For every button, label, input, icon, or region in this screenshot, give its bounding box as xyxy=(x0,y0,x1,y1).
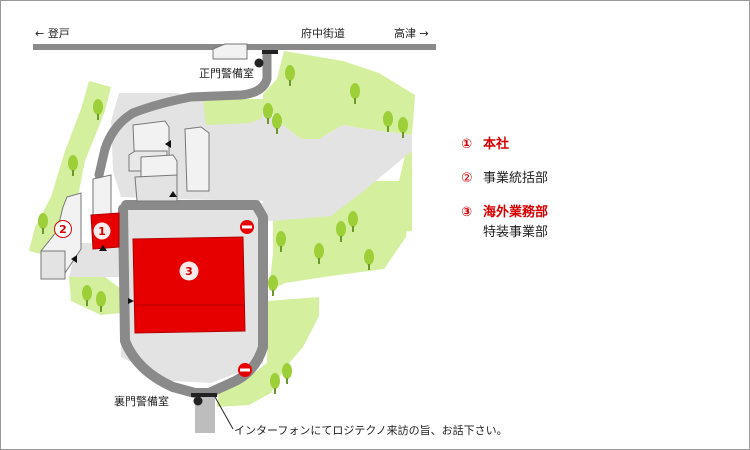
interphone-note: インターフォンにてロジテクノ来訪の旨、お話下さい。 xyxy=(234,423,508,437)
legend-item-3-label-line1: 海外業務部 xyxy=(483,205,549,220)
legend-item-2-label: 事業統括部 xyxy=(483,171,549,186)
building-2-marker-group: 2 xyxy=(54,220,72,238)
main-gate-label: 正門警備室 xyxy=(199,66,254,80)
legend-item-3-label-line2: 特装事業部 xyxy=(483,225,549,240)
back-gate-label: 裏門警備室 xyxy=(114,394,169,408)
building-3: 3 xyxy=(132,236,246,334)
main-gate-house xyxy=(212,43,278,68)
legend-item-2: ② 事業統括部 xyxy=(461,169,548,189)
entrance-arrows xyxy=(71,140,177,304)
legend-item-1: ① 本社 xyxy=(461,135,548,155)
legend-item-3-mark: ③ xyxy=(461,205,473,220)
road-direction-left: ← 登戸 xyxy=(35,26,70,40)
building-3-marker: 3 xyxy=(185,265,193,278)
no-entry-sign-bottom xyxy=(238,363,252,377)
note-leader-line xyxy=(214,396,234,430)
legend-item-3: ③ 海外業務部 xyxy=(461,203,548,223)
trees xyxy=(38,65,408,394)
legend-item-2-mark: ② xyxy=(461,171,473,186)
legend-item-1-mark: ① xyxy=(461,137,473,152)
no-entry-sign-top xyxy=(240,220,254,234)
back-gate-bar xyxy=(191,393,217,397)
road-name: 府中街道 xyxy=(301,26,345,40)
legend-item-1-label: 本社 xyxy=(483,137,510,152)
building-1-marker: 1 xyxy=(98,225,106,238)
back-gate-dot xyxy=(193,396,203,406)
legend-item-3-sub: 特装事業部 xyxy=(461,223,548,243)
building-1: 1 xyxy=(90,212,120,250)
legend: ① 本社 ② 事業統括部 ③ 海外業務部 特装事業部 xyxy=(461,135,548,257)
road-direction-right: 高津 → xyxy=(394,26,429,40)
building-2-marker: 2 xyxy=(59,223,67,236)
